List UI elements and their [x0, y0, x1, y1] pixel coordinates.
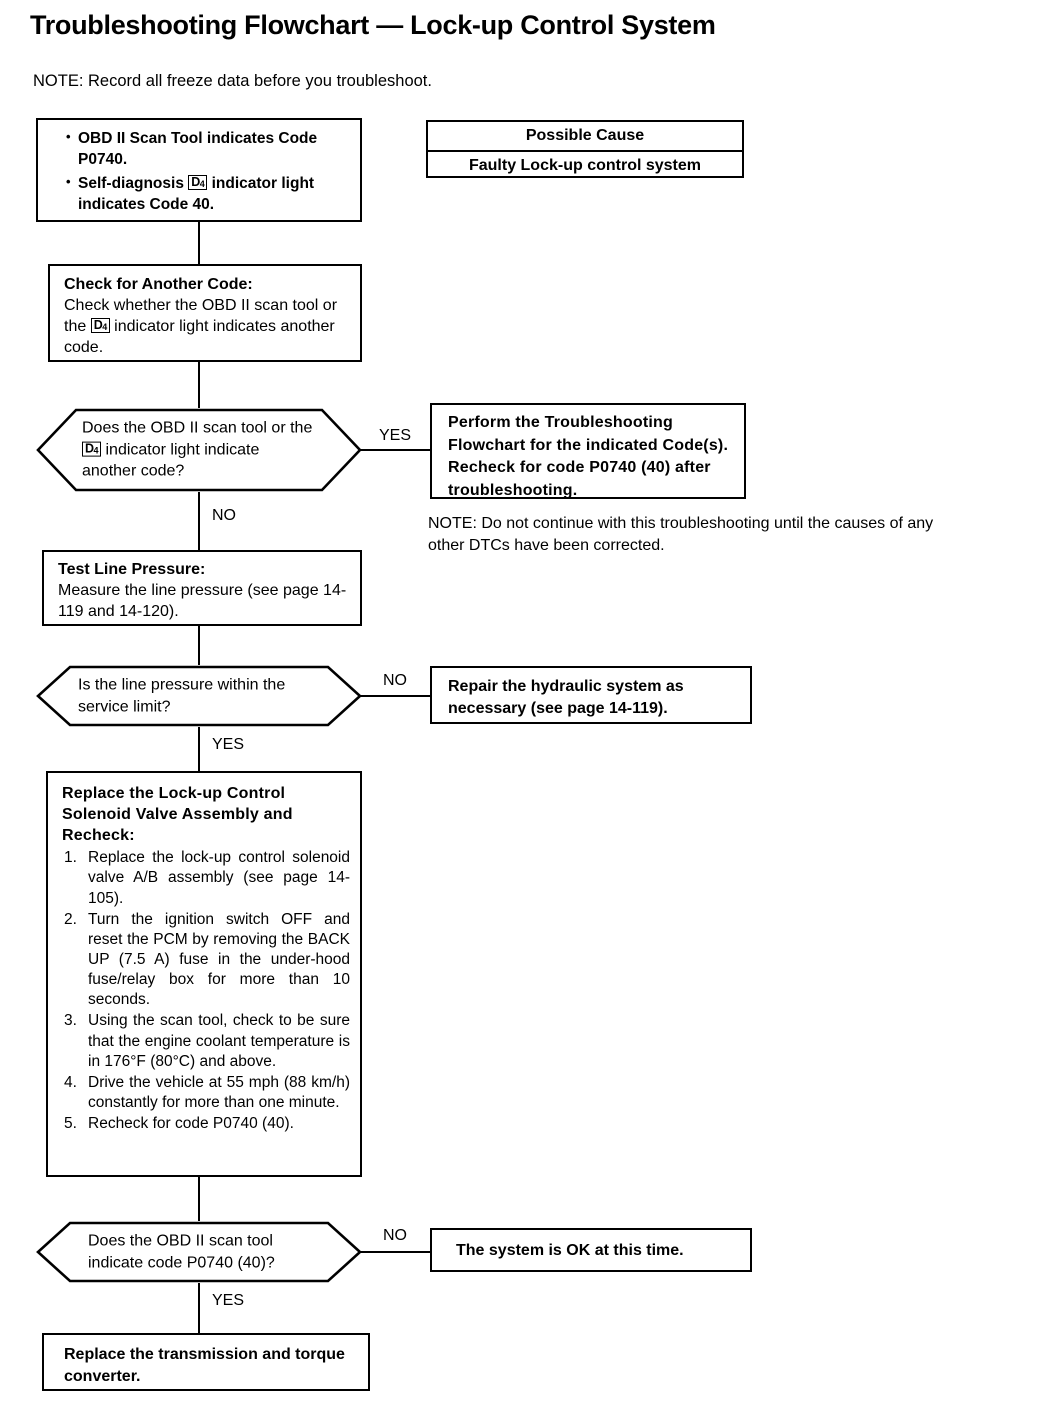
branch-label-no-2: NO [383, 672, 407, 689]
hexagon-shape [36, 1221, 362, 1283]
connector-check-to-decision1 [198, 362, 200, 408]
replace-solenoid-title-l2: Solenoid Valve Assembly and [62, 806, 293, 824]
d4-indicator-icon: D4 [82, 441, 102, 457]
connector-decision3-no [360, 1251, 432, 1253]
system-ok-box: The system is OK at this time. [430, 1228, 752, 1272]
connector-decision1-no [198, 492, 200, 550]
branch-label-no-1: NO [212, 507, 236, 524]
check-another-code-body: Check whether the OBD II scan tool or th… [64, 297, 338, 357]
decision-final-text: Does the OBD II scan tool indicate code … [88, 1232, 275, 1271]
perform-flowchart-text: Perform the Troubleshooting Flowchart fo… [448, 414, 729, 500]
replace-transmission-box: Replace the transmission and torque conv… [42, 1333, 370, 1391]
symptom-bullet-list: OBD II Scan Tool indicates Code P0740. S… [52, 128, 350, 216]
decision-another-code: Does the OBD II scan tool or the D4 indi… [36, 408, 362, 492]
d4-indicator-icon: D4 [188, 174, 208, 190]
replace-solenoid-box: Replace the Lock-up Control Solenoid Val… [46, 771, 362, 1177]
list-item: Self-diagnosis D4 indicator light indica… [66, 173, 350, 216]
list-item: Turn the ignition switch OFF and reset t… [64, 910, 350, 1009]
check-another-code-box: Check for Another Code: Check whether th… [48, 264, 362, 362]
decision-line-pressure: Is the line pressure within the service … [36, 665, 362, 727]
replace-solenoid-title-l3: Recheck: [62, 827, 135, 845]
connector-decision1-yes [360, 449, 432, 451]
perform-flowchart-box: Perform the Troubleshooting Flowchart fo… [430, 403, 746, 499]
replace-transmission-text: Replace the transmission and torque conv… [64, 1346, 345, 1386]
connector-decision3-yes [198, 1283, 200, 1333]
replace-solenoid-title-l1: Replace the Lock-up Control [62, 785, 286, 802]
check-another-code-title: Check for Another Code: [64, 276, 253, 293]
decision-final: Does the OBD II scan tool indicate code … [36, 1221, 362, 1283]
page-title: Troubleshooting Flowchart — Lock-up Cont… [30, 10, 716, 40]
list-item: Drive the vehicle at 55 mph (88 km/h) co… [64, 1073, 350, 1112]
replace-solenoid-steps: Replace the lock-up control solenoid val… [62, 848, 350, 1134]
connector-decision2-no [360, 695, 432, 697]
d4-indicator-icon: D4 [90, 318, 110, 334]
connector-decision2-yes [198, 727, 200, 771]
test-line-pressure-title: Test Line Pressure: [58, 561, 206, 578]
connector-testpressure-to-decision2 [198, 626, 200, 665]
repair-hydraulic-text: Repair the hydraulic system as necessary… [448, 678, 684, 718]
table-row: Faulty Lock-up control system [468, 157, 702, 174]
list-item: Using the scan tool, check to be sure th… [64, 1011, 350, 1070]
note-dtc: NOTE: Do not continue with this troubles… [428, 515, 934, 554]
possible-cause-header: Possible Cause [428, 122, 742, 152]
possible-cause-table: Possible Cause Faulty Lock-up control sy… [426, 120, 744, 178]
system-ok-text: The system is OK at this time. [456, 1242, 684, 1259]
branch-label-no-3: NO [383, 1227, 407, 1244]
list-item: OBD II Scan Tool indicates Code P0740. [66, 128, 350, 171]
connector-solenoid-to-decision3 [198, 1177, 200, 1221]
symptom-box: OBD II Scan Tool indicates Code P0740. S… [36, 118, 362, 222]
test-line-pressure-box: Test Line Pressure: Measure the line pre… [42, 550, 362, 626]
list-item: Replace the lock-up control solenoid val… [64, 848, 350, 907]
note-freeze-data: NOTE: Record all freeze data before you … [33, 72, 432, 90]
test-line-pressure-body: Measure the line pressure (see page 14-1… [58, 582, 347, 621]
list-item: Recheck for code P0740 (40). [64, 1114, 294, 1134]
connector-symptom-to-check [198, 222, 200, 264]
decision-line-pressure-text: Is the line pressure within the service … [78, 676, 286, 715]
repair-hydraulic-box: Repair the hydraulic system as necessary… [430, 666, 752, 724]
branch-label-yes-2: YES [212, 736, 245, 753]
decision-another-code-text: Does the OBD II scan tool or the D4 indi… [82, 419, 313, 480]
branch-label-yes-1: YES [379, 427, 412, 444]
hexagon-shape [36, 665, 362, 727]
branch-label-yes-3: YES [212, 1292, 245, 1309]
hexagon-shape [36, 408, 362, 492]
